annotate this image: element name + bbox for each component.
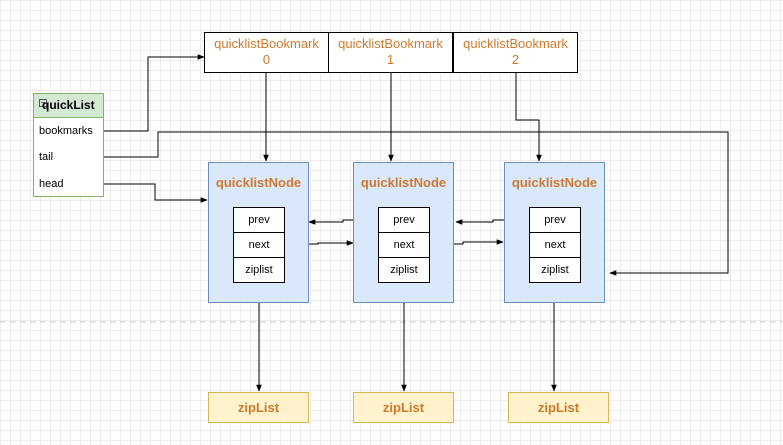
quicklist-field-bookmarks: bookmarks	[39, 125, 93, 137]
bookmark-label: quicklistBookmark	[338, 36, 443, 51]
quicklist-node-3[interactable]: quicklistNode prev next ziplist	[504, 162, 605, 303]
quicklist-node-2[interactable]: quicklistNode prev next ziplist	[353, 162, 454, 303]
quicklist-field-head: head	[39, 178, 64, 190]
bookmark-cell-1[interactable]: quicklistBookmark 1	[328, 32, 453, 73]
edge-head-to-node-1	[104, 183, 208, 203]
node-field-prev[interactable]: prev	[529, 207, 581, 233]
ziplist-box-3[interactable]: zipList	[508, 392, 609, 423]
ziplist-box-2[interactable]: zipList	[353, 392, 454, 423]
quicklist-table[interactable]: − quickList bookmarks tail head	[33, 93, 104, 197]
bookmark-cell-0[interactable]: quicklistBookmark 0	[204, 32, 329, 73]
node-title: quicklistNode	[215, 175, 302, 190]
edge-bookmark-2-to-node-3	[515, 73, 542, 162]
bookmark-label: quicklistBookmark	[463, 36, 568, 51]
node-title: quicklistNode	[511, 175, 598, 190]
bookmark-index: 0	[262, 52, 271, 67]
node-field-prev[interactable]: prev	[233, 207, 285, 233]
bookmark-index: 2	[511, 52, 520, 67]
node-field-ziplist[interactable]: ziplist	[233, 257, 285, 283]
bookmark-label: quicklistBookmark	[214, 36, 319, 51]
ziplist-box-1[interactable]: zipList	[208, 392, 309, 423]
node-field-ziplist[interactable]: ziplist	[529, 257, 581, 283]
edge-bookmarks-to-bookmark-0	[104, 54, 205, 132]
node-field-ziplist[interactable]: ziplist	[378, 257, 430, 283]
node-field-prev[interactable]: prev	[378, 207, 430, 233]
node-field-next[interactable]: next	[378, 232, 430, 258]
node-field-next[interactable]: next	[529, 232, 581, 258]
quicklist-header[interactable]: − quickList	[34, 94, 103, 118]
collapse-toggle-icon[interactable]: −	[39, 98, 47, 107]
quicklist-node-1[interactable]: quicklistNode prev next ziplist	[208, 162, 309, 303]
quicklist-title: quickList	[42, 98, 95, 112]
node-title: quicklistNode	[360, 175, 447, 190]
bookmark-index: 1	[386, 52, 395, 67]
node-field-next[interactable]: next	[233, 232, 285, 258]
bookmark-cell-2[interactable]: quicklistBookmark 2	[453, 32, 578, 73]
quicklist-field-tail: tail	[39, 151, 54, 163]
